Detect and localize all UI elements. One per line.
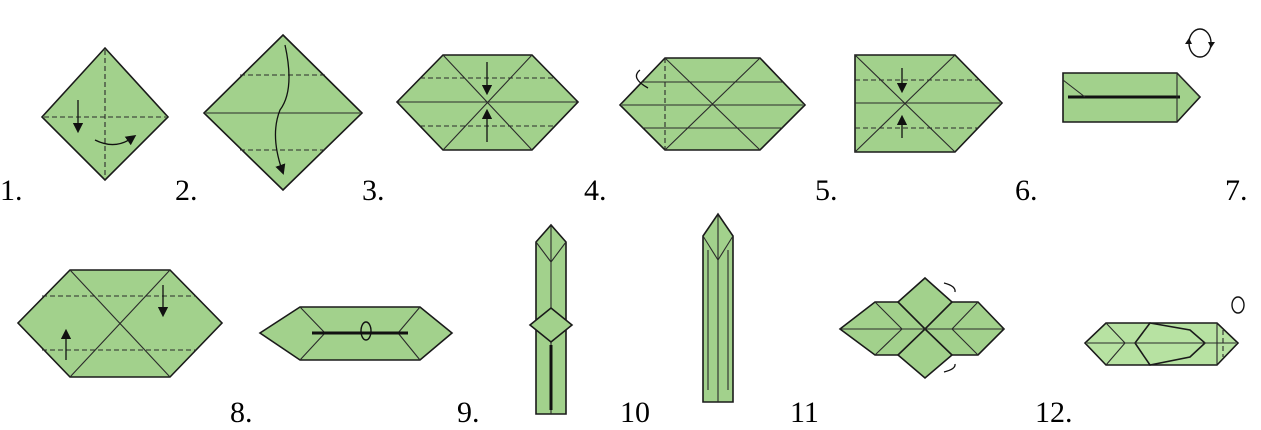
step-label-10: 10 (620, 398, 650, 428)
step-label-6: 6. (1015, 176, 1038, 206)
step-label-5: 5. (815, 176, 838, 206)
step6-diagram (1063, 29, 1215, 122)
step-label-12: 12. (1035, 398, 1073, 428)
step-label-8: 8. (230, 398, 253, 428)
step-label-2: 2. (175, 176, 198, 206)
step4-diagram (620, 58, 805, 150)
step3-diagram (397, 55, 578, 150)
step8-diagram (18, 270, 222, 377)
step9-diagram (260, 307, 452, 360)
step-label-3: 3. (362, 176, 385, 206)
rotate-icon (1189, 29, 1211, 57)
step10-diagram (530, 225, 572, 414)
step11-diagram (703, 214, 733, 402)
step12a-diagram (840, 278, 1004, 378)
step12b-diagram (1085, 297, 1244, 365)
step2-diagram (204, 35, 362, 190)
step1-diagram (42, 48, 168, 180)
step-label-1: 1. (0, 176, 23, 206)
step-label-9: 9. (457, 398, 480, 428)
step-label-7: 7. (1225, 176, 1248, 206)
step5-diagram (855, 55, 1002, 152)
step-label-11: 11 (790, 398, 819, 428)
step-label-4: 4. (584, 176, 607, 206)
